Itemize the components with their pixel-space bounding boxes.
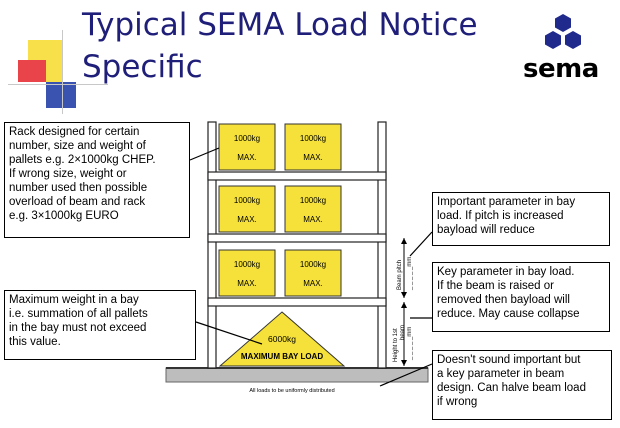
pallet-max-label: MAX. — [303, 279, 323, 288]
deco-square-red — [18, 60, 46, 82]
note-line: Maximum weight in a bay — [9, 294, 139, 306]
note-line: removed then bayload will — [437, 294, 570, 306]
beam-pitch-arrow-bottom — [401, 292, 407, 298]
bay-load-label: MAXIMUM BAY LOAD — [241, 352, 323, 361]
deco-square-blue — [46, 82, 76, 108]
connector-rack-design — [189, 147, 220, 161]
note-line: load. If pitch is increased — [437, 210, 564, 222]
pallet-middle-right — [284, 185, 342, 233]
note-line: number used then possible — [9, 182, 148, 194]
deco-line-horizontal — [8, 84, 108, 85]
height-first-beam-label: Height to 1st — [393, 328, 399, 362]
height-arrow-top — [401, 302, 407, 308]
pallet-middle-left — [218, 185, 276, 233]
note-beam-pitch: Important parameter in bay load. If pitc… — [432, 192, 610, 246]
pallet-weight-label: 1000kg — [234, 196, 260, 205]
pallet-max-label: MAX. — [237, 215, 257, 224]
note-rack-design: Rack designed for certain number, size a… — [4, 122, 190, 238]
note-line: if wrong — [437, 396, 478, 408]
note-line: i.e. summation of all pallets — [9, 308, 148, 320]
rack-upright-right — [377, 121, 387, 369]
note-line: Key parameter in bay load. — [437, 266, 575, 278]
note-line: overload of beam and rack — [9, 196, 146, 208]
note-line: Doesn't sound important but — [437, 354, 581, 366]
pallet-weight-label: 1000kg — [300, 260, 326, 269]
slide-title-line1: Typical SEMA Load Notice — [82, 7, 478, 43]
pallet-weight-label: 1000kg — [234, 260, 260, 269]
note-line: pallets e.g. 2×1000kg CHEP. — [9, 154, 156, 166]
beam-pitch-value: _ _ _ _ _mm — [407, 257, 413, 291]
note-line: If the beam is raised or — [437, 280, 554, 292]
floor-slab — [165, 367, 429, 383]
deco-line-vertical — [62, 30, 63, 114]
max-bay-load-triangle — [218, 311, 346, 367]
beam-pitch-arrow-top — [401, 238, 407, 244]
height-first-beam-value: _ _ _ _ _mm — [407, 327, 413, 361]
bay-load-weight: 6000kg — [268, 334, 296, 344]
sema-logo-text: sema — [523, 54, 599, 84]
note-floor: Doesn't sound important but a key parame… — [432, 350, 612, 420]
pallet-lower-right — [284, 249, 342, 297]
rack-upright-left — [207, 121, 217, 369]
note-line: e.g. 3×1000kg EURO — [9, 210, 119, 222]
floor-uniform-load-note: All loads to be uniformly distributed — [249, 388, 334, 394]
pallet-max-label: MAX. — [303, 153, 323, 162]
connector-floor — [379, 363, 433, 387]
rack-beam-level-1 — [207, 171, 387, 181]
note-line: design. Can halve beam load — [437, 382, 586, 394]
pallet-weight-label: 1000kg — [234, 134, 260, 143]
note-first-beam: Key parameter in bay load. If the beam i… — [432, 262, 610, 332]
pallet-lower-left — [218, 249, 276, 297]
pallet-top-left — [218, 123, 276, 171]
note-line: reduce. May cause collapse — [437, 308, 580, 320]
slide-title-line2: Specific — [82, 49, 203, 85]
height-first-beam-label-2: beam — [400, 325, 406, 340]
connector-max-weight — [195, 321, 263, 345]
pallet-weight-label: 1000kg — [300, 134, 326, 143]
note-line: number, size and weight of — [9, 140, 146, 152]
note-line: If wrong size, weight or — [9, 168, 127, 180]
pallet-max-label: MAX. — [303, 215, 323, 224]
note-max-weight: Maximum weight in a bay i.e. summation o… — [4, 290, 196, 360]
note-line: this value. — [9, 336, 61, 348]
note-line: Important parameter in bay — [437, 196, 576, 208]
pallet-max-label: MAX. — [237, 153, 257, 162]
pallet-max-label: MAX. — [237, 279, 257, 288]
connector-pitch — [409, 231, 433, 257]
height-arrow-bottom — [401, 360, 407, 366]
pallet-weight-label: 1000kg — [300, 196, 326, 205]
rack-beam-level-2 — [207, 233, 387, 243]
note-line: a key parameter in beam — [437, 368, 565, 380]
beam-pitch-label: Beam pitch — [397, 260, 403, 290]
note-line: in the bay must not exceed — [9, 322, 147, 334]
pallet-top-right — [284, 123, 342, 171]
note-line: Rack designed for certain — [9, 126, 140, 138]
note-line: bayload will reduce — [437, 224, 535, 236]
rack-beam-level-3 — [207, 297, 387, 307]
